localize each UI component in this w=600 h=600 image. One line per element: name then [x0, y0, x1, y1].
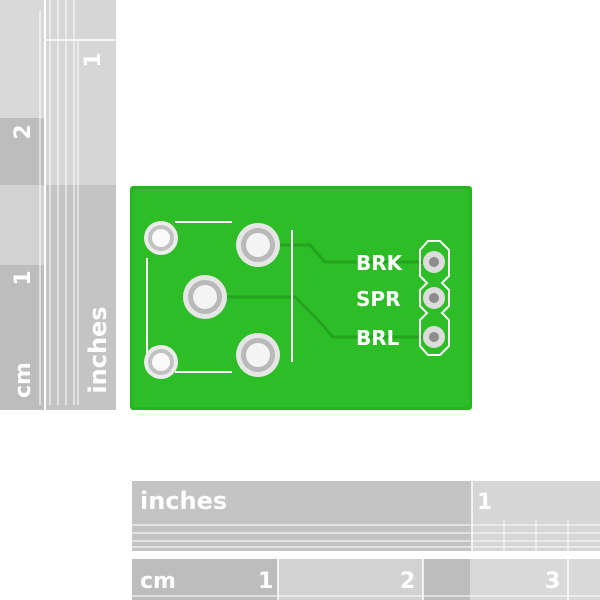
- horizontal-cm-label-2: 2: [400, 569, 415, 594]
- pad-middle: [183, 275, 227, 319]
- switch-outline: [146, 221, 293, 373]
- horizontal-inches-unit: inches: [140, 487, 227, 515]
- pad-mount-top-left: [144, 221, 178, 255]
- vertical-inches-label-1: 1: [81, 52, 106, 67]
- switch-pads: [144, 221, 280, 379]
- horizontal-cm-ruler: cm 1 2 3: [132, 559, 600, 600]
- header-pins: [423, 251, 445, 348]
- vertical-cm-ruler: 2 1 cm: [0, 0, 44, 410]
- label-spr: SPR: [356, 287, 400, 311]
- horizontal-cm-unit: cm: [140, 569, 176, 594]
- horizontal-cm-label-3: 3: [545, 569, 560, 594]
- horizontal-inches-label-1: 1: [477, 490, 492, 515]
- label-brl: BRL: [356, 326, 400, 350]
- horizontal-inches-ruler: inches 1: [132, 481, 600, 551]
- vertical-inches-ruler: 1 inches: [46, 0, 116, 410]
- pcb-board: BRK SPR BRL: [130, 186, 472, 410]
- label-brk: BRK: [356, 251, 404, 275]
- header-outline: [419, 240, 450, 356]
- pin-brl: [423, 326, 445, 348]
- vertical-cm-label-2: 2: [11, 124, 36, 139]
- vertical-inches-unit: inches: [84, 306, 112, 393]
- pin-brk: [423, 251, 445, 273]
- pcb-traces: [205, 243, 430, 339]
- pad-mount-bottom-left: [144, 345, 178, 379]
- vertical-cm-label-1: 1: [11, 270, 36, 285]
- pad-bottom: [236, 333, 280, 377]
- pin-spr: [423, 287, 445, 309]
- horizontal-cm-label-1: 1: [258, 569, 273, 594]
- pad-top: [236, 223, 280, 267]
- vertical-cm-unit: cm: [11, 362, 36, 398]
